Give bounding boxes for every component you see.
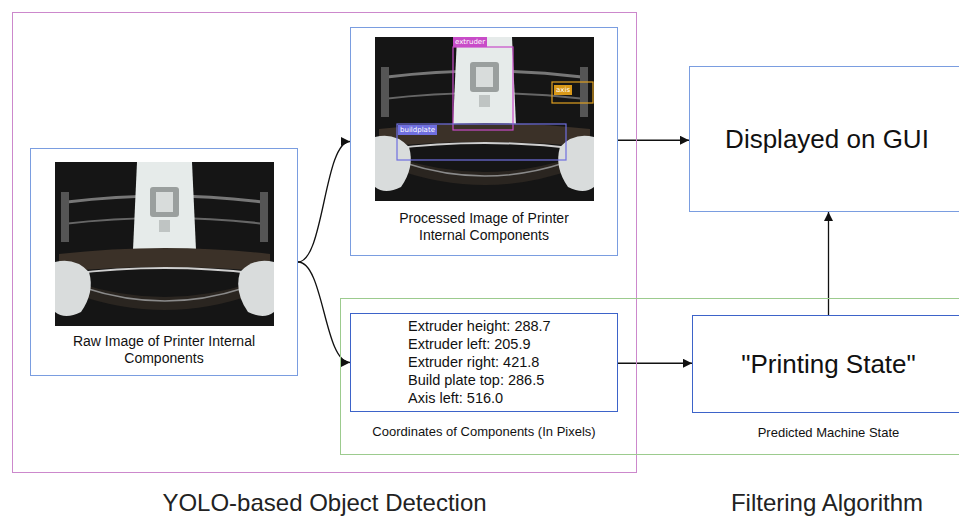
- image-box: Raw Image of Printer Internal Components: [30, 148, 298, 376]
- flow-arrow: [828, 212, 829, 315]
- flow-arrow: [298, 262, 350, 363]
- detection-label: extruder: [453, 37, 487, 47]
- group-heading: Filtering Algorithm: [677, 490, 959, 516]
- raw-printer-photo: [55, 162, 274, 326]
- output-box: Displayed on GUI: [689, 66, 959, 212]
- image-caption: Processed Image of Printer Internal Comp…: [384, 210, 584, 244]
- detection-label: axis: [554, 85, 572, 95]
- value-line: Extruder left: 205.9: [408, 335, 611, 353]
- flow-arrow: [618, 140, 689, 141]
- value-line: Extruder height: 288.7: [408, 317, 611, 335]
- value-line: Extruder right: 421.8: [408, 353, 611, 371]
- extruder-bbox: [453, 47, 513, 130]
- image-caption: Raw Image of Printer Internal Components: [64, 333, 264, 367]
- data-box: Extruder height: 288.7Extruder left: 205…: [350, 313, 618, 412]
- box-caption: Predicted Machine State: [693, 425, 959, 441]
- flow-arrow: [298, 142, 350, 263]
- group-region: Filtering AlgorithmExtruder height: 288.…: [340, 298, 959, 455]
- group-heading: YOLO-based Object Detection: [13, 490, 636, 516]
- flow-arrow: [618, 363, 692, 364]
- state-box: "Printing State"Predicted Machine State: [692, 315, 959, 413]
- detection-label: buildplate: [398, 125, 437, 135]
- axis-bbox: [552, 82, 593, 103]
- value-line: Axis left: 516.0: [408, 389, 611, 407]
- detection-boxes: [397, 47, 593, 160]
- image-box: Processed Image of Printer Internal Comp…: [350, 27, 618, 256]
- box-caption: Coordinates of Components (In Pixels): [351, 424, 617, 440]
- group-region: YOLO-based Object DetectionRaw Image of …: [12, 12, 637, 473]
- value-line: Build plate top: 286.5: [408, 371, 611, 389]
- processed-printer-photo: [375, 37, 594, 201]
- box-label: "Printing State": [741, 349, 916, 379]
- buildplate-bbox: [397, 124, 566, 160]
- box-label: Displayed on GUI: [725, 124, 929, 154]
